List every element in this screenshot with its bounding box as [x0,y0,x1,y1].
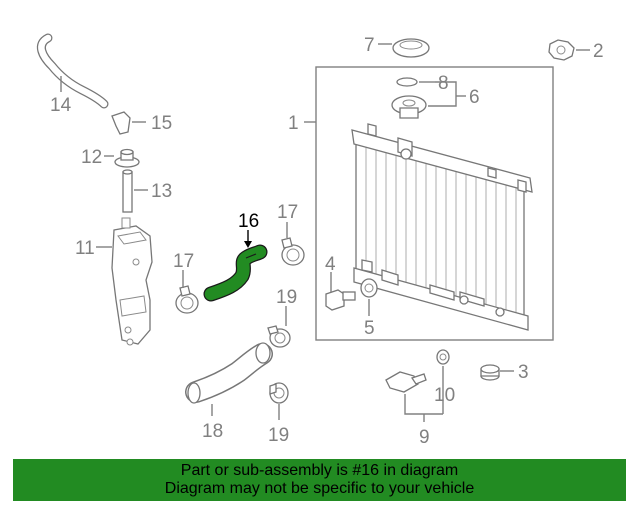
callout-18: 18 [202,421,223,442]
part-17-clamp-lower[interactable] [175,285,199,314]
callout-6: 6 [469,87,480,108]
callout-9: 9 [419,427,430,448]
part-13-tube[interactable] [122,169,133,213]
part-6-radiator-cap[interactable] [391,95,427,119]
part-17-clamp-upper[interactable] [281,237,305,266]
part-18-lower-hose[interactable] [185,342,273,404]
callout-19-lower: 19 [268,425,289,446]
callout-15: 15 [151,113,172,134]
part-5-washer[interactable] [360,278,378,298]
info-banner: Part or sub-assembly is #16 in diagram D… [13,459,626,501]
part-15-clip[interactable] [111,111,131,135]
part-8-o-ring[interactable] [396,77,418,87]
callout-3: 3 [518,362,529,383]
part-19-clamp-lower[interactable] [269,382,289,404]
radiator-core[interactable] [351,123,533,331]
callout-11: 11 [75,238,95,259]
callout-17-upper: 17 [277,202,298,223]
callout-13: 13 [151,181,172,202]
part-3-bushing[interactable] [480,364,500,381]
radiator-assembly-box [315,66,554,341]
callout-8: 8 [438,73,449,94]
callout-12: 12 [81,147,102,168]
callout-7: 7 [364,35,375,56]
callout-5: 5 [364,318,375,339]
part-7-cap[interactable] [392,38,430,58]
callout-1: 1 [288,113,299,134]
callout-10: 10 [434,385,455,406]
part-10-grommet[interactable] [436,349,450,365]
part-9-switch[interactable] [385,371,427,393]
callout-16: 16 [238,211,259,232]
callout-4: 4 [325,254,336,275]
part-11-reservoir-tank[interactable] [111,217,153,346]
part-4-sensor[interactable] [325,289,356,311]
part-19-clamp-upper[interactable] [267,325,291,348]
part-12-cap[interactable] [114,148,140,168]
callout-2: 2 [593,41,604,62]
part-2-nut[interactable] [548,39,575,61]
callout-14: 14 [50,95,72,116]
callout-19-upper: 19 [276,287,297,308]
callout-17-lower: 17 [173,251,194,272]
banner-line-1: Part or sub-assembly is #16 in diagram [180,462,459,479]
banner-line-2: Diagram may not be specific to your vehi… [164,480,475,497]
